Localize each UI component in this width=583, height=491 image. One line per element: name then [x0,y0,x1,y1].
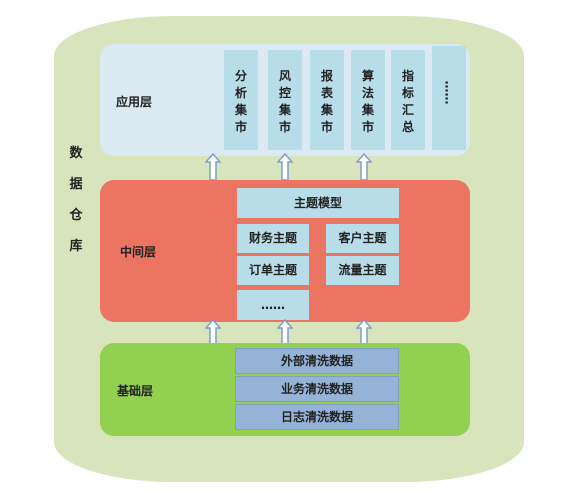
mart-risk-control: 风 控 集 市 [268,50,302,150]
mart-char: 标 [401,86,414,100]
mart-char: 市 [234,120,247,134]
mart-char: 市 [320,120,333,134]
subject-finance: 财务主题 [237,224,309,253]
title-char: 仓 [69,208,83,223]
mart-char: 集 [278,103,291,117]
mart-char: 市 [278,120,291,134]
subject-more: …… [237,290,309,320]
mart-char: 风 [278,69,291,83]
mart-analysis: 分 析 集 市 [224,50,258,150]
log-cleaned-data: 日志清洗数据 [235,404,399,430]
title-char: 库 [69,239,83,254]
mart-char: 指 [401,69,414,83]
title-char: 数 [69,146,83,161]
subject-model-header: 主题模型 [237,188,399,218]
external-cleaned-data: 外部清洗数据 [235,348,399,374]
mart-metrics-summary: 指 标 汇 总 [391,50,425,150]
mart-char: 法 [361,86,374,100]
title-char: 据 [69,177,83,192]
up-arrow-icon [356,153,372,181]
mart-more: …… [432,46,466,150]
application-layer-label: 应用层 [116,95,153,109]
subject-order: 订单主题 [237,256,309,285]
mart-char: 算 [361,69,374,83]
mart-char: 分 [234,69,247,83]
middle-layer-label: 中间层 [120,245,157,259]
mart-report: 报 表 集 市 [310,50,344,150]
mart-algorithm: 算 法 集 市 [351,50,385,150]
mart-char: 汇 [401,103,414,117]
mart-ellipsis: …… [442,80,457,105]
subject-traffic: 流量主题 [326,256,399,285]
base-layer-label: 基础层 [117,384,154,398]
data-warehouse-title: 数 据 仓 库 [66,138,86,262]
subject-customer: 客户主题 [326,224,399,253]
mart-char: 集 [234,103,247,117]
mart-char: 集 [320,103,333,117]
mart-char: 控 [278,86,291,100]
business-cleaned-data: 业务清洗数据 [235,376,399,402]
mart-char: 总 [401,120,414,134]
mart-char: 表 [320,86,333,100]
up-arrow-icon [205,153,221,181]
up-arrow-icon [277,153,293,181]
mart-char: 析 [234,86,247,100]
mart-char: 报 [320,69,333,83]
mart-char: 集 [361,103,374,117]
mart-char: 市 [361,120,374,134]
